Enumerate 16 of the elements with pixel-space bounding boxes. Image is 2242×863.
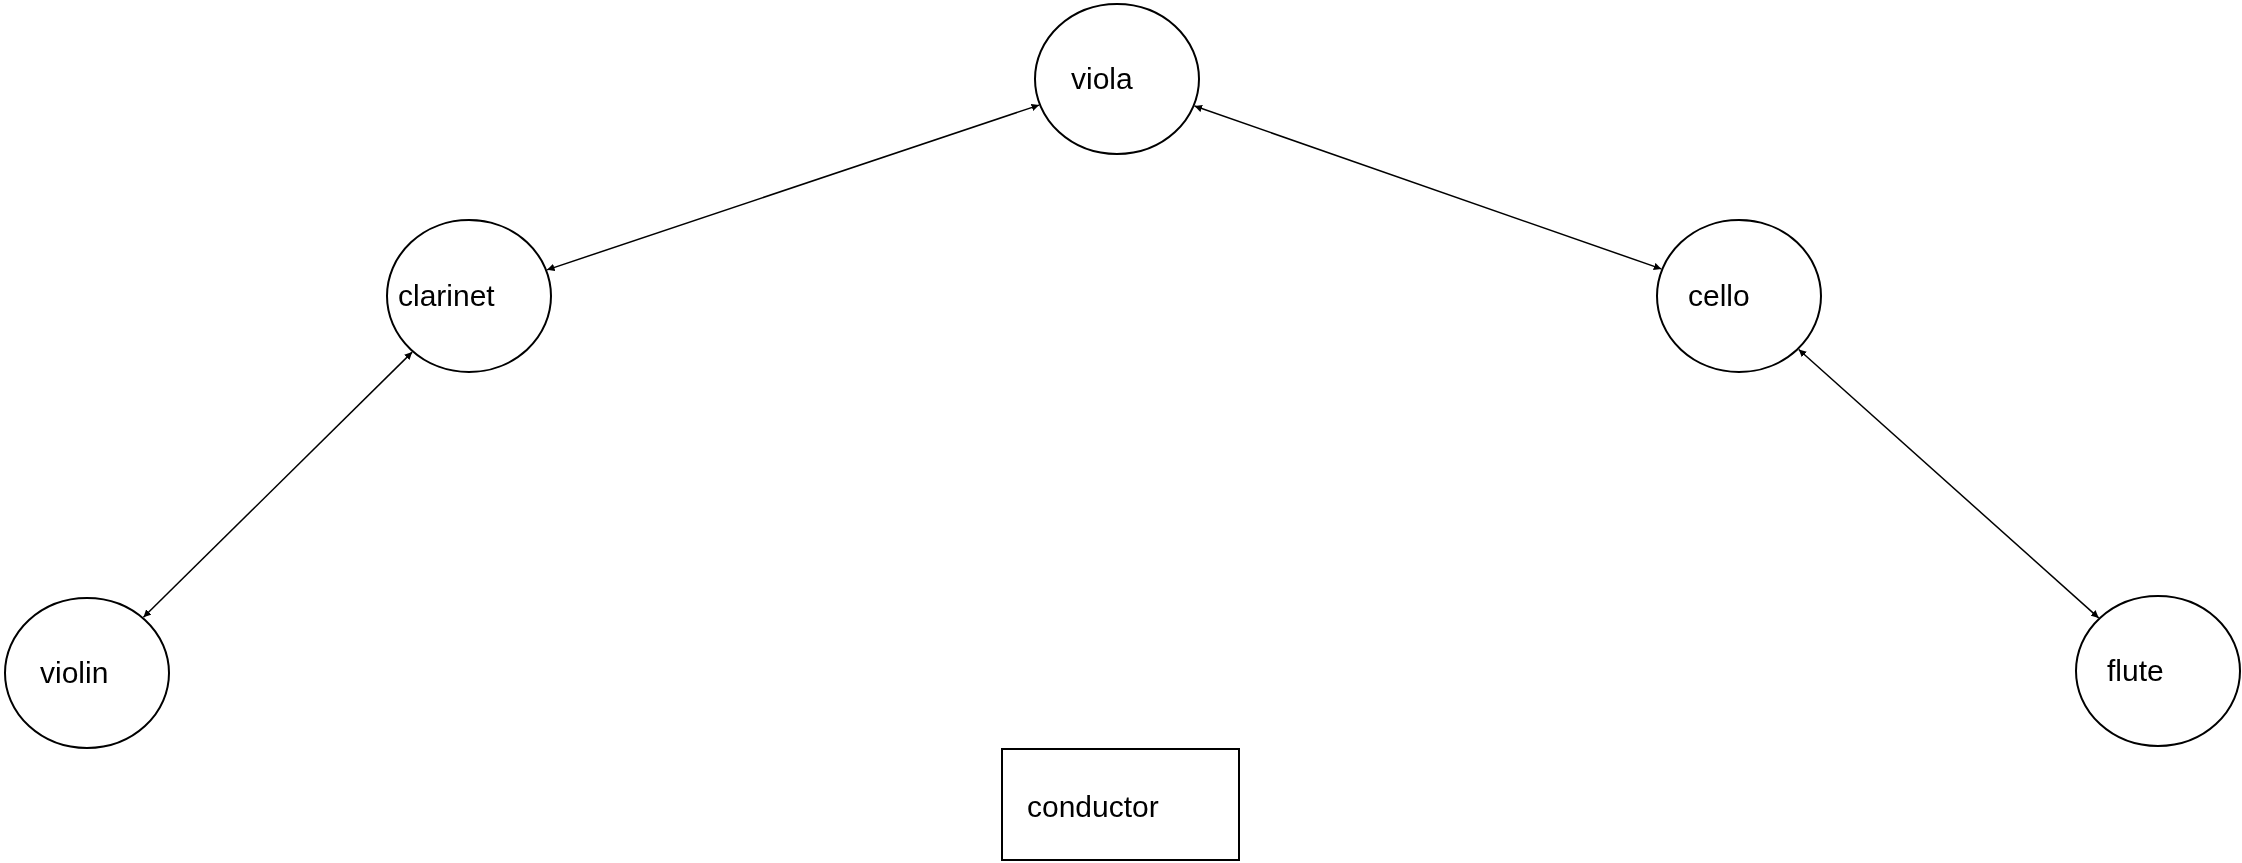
node-label: viola <box>1071 64 1133 94</box>
double-arrow <box>546 103 1040 272</box>
ellipse-node <box>1656 219 1822 373</box>
node-label: flute <box>2107 656 2164 686</box>
node-label: cello <box>1688 281 1750 311</box>
double-arrow <box>142 351 413 619</box>
ellipse-node <box>386 219 552 373</box>
double-arrow <box>1798 348 2100 619</box>
double-arrow <box>1193 105 1663 270</box>
node-label: clarinet <box>398 281 495 311</box>
node-label: conductor <box>1027 791 1159 822</box>
ellipse-node <box>1034 3 1200 155</box>
ellipse-node <box>2075 595 2241 747</box>
rectangle-node <box>1001 748 1240 861</box>
ellipse-node <box>4 597 170 749</box>
node-label: violin <box>40 658 109 688</box>
